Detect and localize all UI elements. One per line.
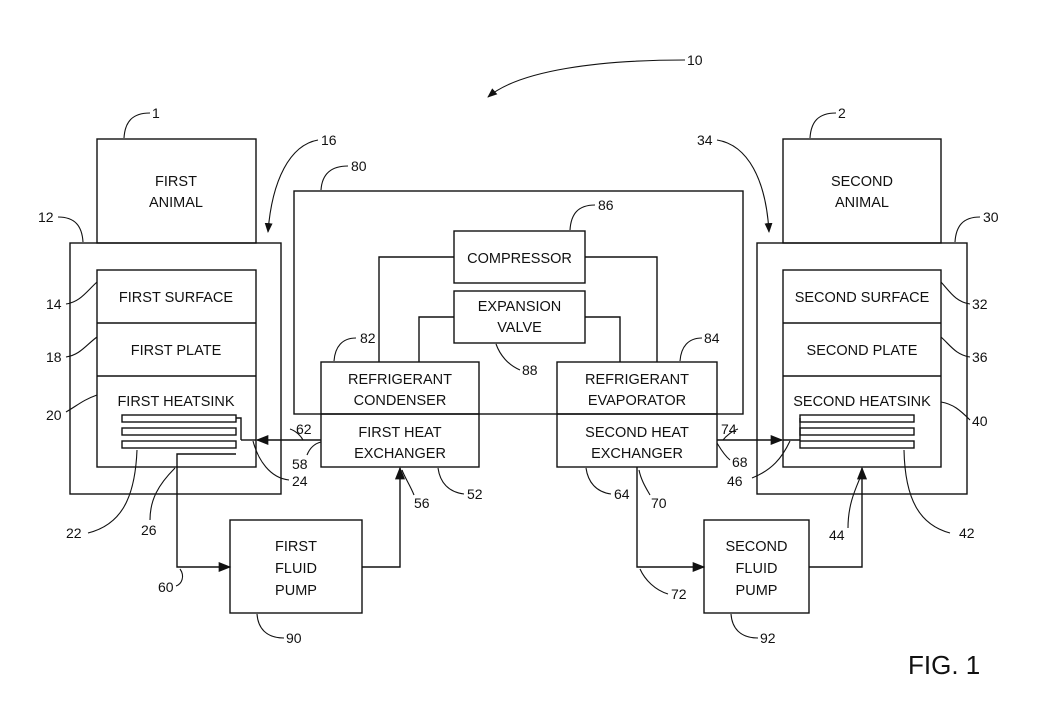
ref-30: 30	[983, 209, 999, 225]
ref-22: 22	[66, 525, 82, 541]
second-heat-exchanger-label-2: EXCHANGER	[591, 446, 683, 462]
leader-lines	[57, 59, 981, 639]
ref-64: 64	[614, 486, 630, 502]
ref-32: 32	[972, 296, 988, 312]
second-plate-label: SECOND PLATE	[807, 343, 918, 359]
ref-18: 18	[46, 349, 62, 365]
ref-42: 42	[959, 525, 975, 541]
ref-82: 82	[360, 330, 376, 346]
first-enclosure-box	[69, 242, 282, 495]
first-heatsink-label: FIRST HEATSINK	[117, 394, 234, 410]
second-animal-label-2: ANIMAL	[835, 195, 889, 211]
ref-46: 46	[727, 473, 743, 489]
second-heat-exchanger-label-1: SECOND HEAT	[585, 425, 689, 441]
reference-numerals: 10 1 2 16 34 80 86 12 30 14 18 20 32 36 …	[38, 52, 999, 646]
ref-70: 70	[651, 495, 667, 511]
refrigerant-evaporator-label-2: EVAPORATOR	[588, 393, 686, 409]
ref-34: 34	[697, 132, 713, 148]
refrigerant-evaporator-label-1: REFRIGERANT	[585, 372, 689, 388]
first-heatsink-fins	[121, 414, 237, 449]
first-animal-box	[96, 138, 257, 244]
first-fluid-pump-label-1: FIRST	[275, 539, 317, 555]
refrigerant-condenser-label-2: CONDENSER	[354, 393, 447, 409]
ref-68: 68	[732, 454, 748, 470]
first-heat-exchanger-label-1: FIRST HEAT	[358, 425, 441, 441]
first-surface-label: FIRST SURFACE	[119, 290, 233, 306]
expansion-valve-label-2: VALVE	[497, 320, 542, 336]
ref-10: 10	[687, 52, 703, 68]
ref-1: 1	[152, 105, 160, 121]
ref-14: 14	[46, 296, 62, 312]
ref-12: 12	[38, 209, 54, 225]
ref-16: 16	[321, 132, 337, 148]
ref-56: 56	[414, 495, 430, 511]
expansion-valve-label-1: EXPANSION	[478, 299, 562, 315]
second-enclosure-box	[756, 242, 968, 495]
ref-84: 84	[704, 330, 720, 346]
ref-72: 72	[671, 586, 687, 602]
ref-20: 20	[46, 407, 62, 423]
fluid-lines	[176, 417, 868, 573]
refrigerant-condenser-label-1: REFRIGERANT	[348, 372, 452, 388]
refrigeration-loop-box	[293, 190, 744, 415]
ref-2: 2	[838, 105, 846, 121]
ref-60: 60	[158, 579, 174, 595]
ref-52: 52	[467, 486, 483, 502]
second-fluid-pump-label-3: PUMP	[736, 583, 778, 599]
second-fluid-pump-label-1: SECOND	[725, 539, 787, 555]
first-plate-label: FIRST PLATE	[131, 343, 222, 359]
second-animal-label-1: SECOND	[831, 174, 893, 190]
ref-74: 74	[721, 421, 737, 437]
ref-40: 40	[972, 413, 988, 429]
compressor-label: COMPRESSOR	[467, 251, 572, 267]
second-heatsink-fins	[799, 414, 915, 449]
ref-36: 36	[972, 349, 988, 365]
ref-90: 90	[286, 630, 302, 646]
ref-58: 58	[292, 456, 308, 472]
second-heatsink-label: SECOND HEATSINK	[793, 394, 931, 410]
first-animal-label-1: FIRST	[155, 174, 197, 190]
refrigerant-lines	[378, 256, 658, 362]
first-fluid-pump-label-2: FLUID	[275, 561, 317, 577]
ref-44: 44	[829, 527, 845, 543]
second-animal-box	[782, 138, 942, 244]
second-fluid-pump-label-2: FLUID	[736, 561, 778, 577]
first-animal-label-2: ANIMAL	[149, 195, 203, 211]
first-fluid-pump-label-3: PUMP	[275, 583, 317, 599]
ref-24: 24	[292, 473, 308, 489]
ref-80: 80	[351, 158, 367, 174]
ref-62: 62	[296, 421, 312, 437]
first-heat-exchanger-label-2: EXCHANGER	[354, 446, 446, 462]
ref-92: 92	[760, 630, 776, 646]
ref-26: 26	[141, 522, 157, 538]
ref-88: 88	[522, 362, 538, 378]
second-surface-label: SECOND SURFACE	[795, 290, 930, 306]
ref-86: 86	[598, 197, 614, 213]
figure-label: FIG. 1	[908, 650, 980, 680]
